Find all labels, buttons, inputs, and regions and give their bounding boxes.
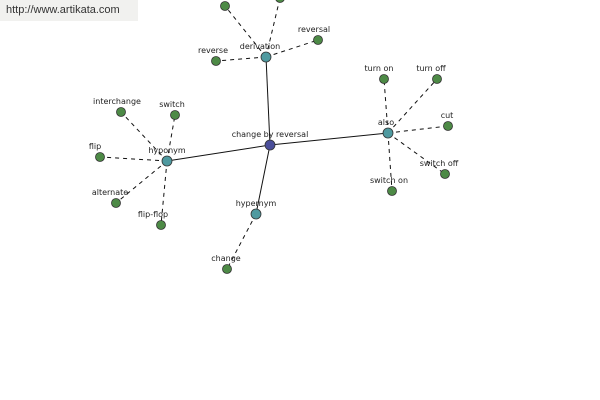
node-label-hypernym: hypernym: [236, 199, 277, 208]
node-offtop2[interactable]: [275, 0, 285, 3]
edge-hypernym-change: [226, 213, 257, 270]
node-label-change: change: [211, 254, 241, 263]
node-interchange[interactable]: [116, 107, 126, 117]
node-hypernym[interactable]: [250, 208, 262, 220]
node-label-flipflop: flip-flop: [138, 210, 168, 219]
node-turnon[interactable]: [379, 74, 389, 84]
edges-layer: [99, 0, 449, 270]
node-alternate[interactable]: [111, 198, 121, 208]
edge-derivation-offtop1: [224, 5, 267, 58]
edge-center-also: [269, 132, 389, 146]
node-cut[interactable]: [443, 121, 453, 131]
node-label-interchange: interchange: [93, 97, 141, 106]
node-turnoff[interactable]: [432, 74, 442, 84]
node-flipflop[interactable]: [156, 220, 166, 230]
edge-also-switchon: [387, 132, 393, 192]
node-reverse[interactable]: [211, 56, 221, 66]
edge-also-cut: [387, 125, 449, 134]
node-label-center: change by reversal: [232, 130, 309, 139]
node-label-flip: flip: [89, 142, 101, 151]
node-hyponym[interactable]: [161, 155, 173, 167]
edge-also-turnoff: [387, 78, 438, 134]
node-reversal[interactable]: [313, 35, 323, 45]
node-center[interactable]: [264, 139, 276, 151]
node-also[interactable]: [382, 127, 394, 139]
node-switch[interactable]: [170, 110, 180, 120]
node-label-reverse: reverse: [198, 46, 228, 55]
nodes-layer: [95, 0, 453, 274]
node-label-switch: switch: [159, 100, 185, 109]
edge-derivation-offtop2: [265, 0, 281, 58]
edge-also-switchoff: [387, 132, 446, 175]
node-label-also: also: [378, 118, 394, 127]
node-label-hyponym: hyponym: [148, 146, 186, 155]
node-label-reversal: reversal: [298, 25, 330, 34]
node-label-switchon: switch on: [370, 176, 408, 185]
source-url-banner[interactable]: http://www.artikata.com: [0, 0, 138, 21]
edge-hyponym-alternate: [115, 160, 168, 204]
edge-center-hyponym: [166, 144, 271, 162]
edge-also-turnon: [383, 78, 389, 134]
node-label-alternate: alternate: [92, 188, 128, 197]
node-flip[interactable]: [95, 152, 105, 162]
node-label-turnoff: turn off: [416, 64, 446, 73]
node-label-turnon: turn on: [365, 64, 394, 73]
node-label-cut: cut: [441, 111, 454, 120]
node-change[interactable]: [222, 264, 232, 274]
edge-derivation-reversal: [265, 39, 319, 58]
node-derivation[interactable]: [260, 51, 272, 63]
edge-hyponym-flipflop: [160, 160, 168, 226]
edge-hyponym-flip: [99, 156, 168, 162]
node-offtop1[interactable]: [220, 1, 230, 11]
edge-center-hypernym: [255, 144, 271, 215]
edge-hyponym-interchange: [120, 111, 168, 162]
node-label-derivation: derivation: [240, 42, 280, 51]
edge-derivation-reverse: [215, 56, 267, 62]
node-label-switchoff: switch off: [420, 159, 459, 168]
node-switchoff[interactable]: [440, 169, 450, 179]
edge-center-derivation: [265, 56, 271, 146]
labels-layer: change by reversal derivation hyponym hyper…: [89, 25, 459, 263]
node-switchon[interactable]: [387, 186, 397, 196]
